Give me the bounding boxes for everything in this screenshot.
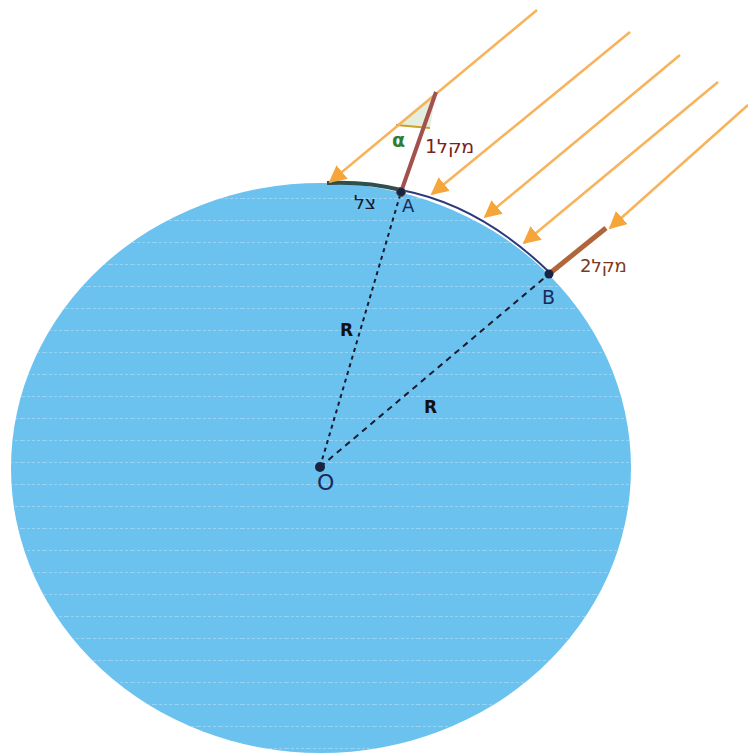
point-label: A xyxy=(402,197,414,215)
point-a xyxy=(397,188,406,197)
radius-ob xyxy=(320,274,549,467)
radius-label: R xyxy=(424,399,437,416)
angle-label: α xyxy=(392,131,405,150)
point-b xyxy=(545,270,554,279)
shadow-arc xyxy=(327,183,401,190)
point-o xyxy=(315,462,325,472)
point-label: B xyxy=(542,288,555,307)
radius-label: R xyxy=(340,322,353,339)
rod-label: מקל2 xyxy=(580,257,627,275)
radius-oa xyxy=(320,192,401,467)
arc-ab xyxy=(401,190,549,272)
point-label: O xyxy=(317,472,334,494)
sun-rays xyxy=(330,10,748,243)
rod-label: מקל1 xyxy=(425,137,474,156)
shadow-label: צל xyxy=(354,193,376,212)
